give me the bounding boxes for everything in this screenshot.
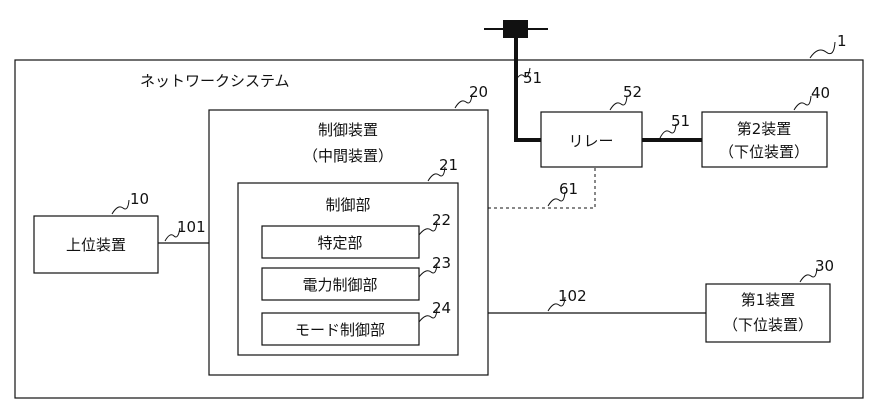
module-identify-box bbox=[261, 225, 420, 259]
host-link-101-ref: 101 bbox=[177, 218, 206, 236]
host-label: 上位装置 bbox=[66, 236, 126, 254]
system-label: ネットワークシステム bbox=[140, 72, 290, 90]
control-unit-ref: 21 bbox=[439, 156, 458, 174]
host-ref: 10 bbox=[130, 190, 149, 208]
device2-ref-leader bbox=[793, 95, 812, 111]
host-link-101-leader bbox=[164, 227, 181, 242]
device1-sublabel: （下位装置） bbox=[723, 316, 813, 334]
controller-ref-leader bbox=[454, 93, 473, 109]
control-unit-label: 制御部 bbox=[325, 196, 370, 214]
device1-label: 第1装置 bbox=[741, 291, 796, 309]
relay-control-line-61 bbox=[488, 167, 596, 209]
controller-label: 制御装置 bbox=[318, 121, 378, 139]
module-identify-ref-leader bbox=[418, 221, 438, 236]
module-identify-label: 特定部 bbox=[317, 234, 362, 252]
module-mode-control-ref-leader bbox=[418, 308, 438, 323]
module-mode-control-label: モード制御部 bbox=[295, 321, 385, 339]
relay-ref-leader bbox=[609, 95, 628, 111]
device2-label: 第2装置 bbox=[737, 120, 792, 138]
device2-ref: 40 bbox=[811, 84, 830, 102]
device1-box bbox=[705, 283, 831, 343]
control-unit-ref-leader bbox=[427, 166, 446, 182]
power-line-51-out-leader bbox=[659, 123, 677, 139]
host-box bbox=[33, 215, 159, 274]
module-power-control-box bbox=[261, 267, 420, 301]
relay-box bbox=[540, 111, 643, 168]
module-mode-control-box bbox=[261, 312, 420, 346]
system-boundary bbox=[14, 59, 864, 399]
relay-control-line-61-ref: 61 bbox=[559, 180, 578, 198]
controller-ref: 20 bbox=[469, 83, 488, 101]
system-ref: 1 bbox=[837, 32, 847, 50]
device1-ref: 30 bbox=[815, 257, 834, 275]
module-power-control-ref: 23 bbox=[432, 254, 451, 272]
module-identify-ref: 22 bbox=[432, 211, 451, 229]
device1-link-102-ref: 102 bbox=[558, 287, 587, 305]
module-power-control-ref-leader bbox=[418, 263, 438, 278]
relay-ref: 52 bbox=[623, 83, 642, 101]
relay-control-line-61-leader bbox=[547, 191, 566, 207]
power-line-51-ref: 51 bbox=[523, 69, 542, 87]
module-mode-control-ref: 24 bbox=[432, 299, 451, 317]
power-line-51-out-ref: 51 bbox=[671, 112, 690, 130]
device2-box bbox=[701, 111, 828, 168]
device2-sublabel: （下位装置） bbox=[719, 143, 809, 161]
device1-ref-leader bbox=[799, 267, 818, 283]
device1-link-102-leader bbox=[547, 296, 566, 312]
power-line-51-leader bbox=[514, 67, 531, 83]
relay-label: リレー bbox=[568, 132, 613, 150]
system-ref-leader bbox=[809, 41, 836, 59]
host-ref-leader bbox=[111, 199, 130, 215]
power-line-51 bbox=[514, 62, 541, 142]
module-power-control-label: 電力制御部 bbox=[302, 276, 377, 294]
controller-sublabel: （中間装置） bbox=[303, 147, 393, 165]
